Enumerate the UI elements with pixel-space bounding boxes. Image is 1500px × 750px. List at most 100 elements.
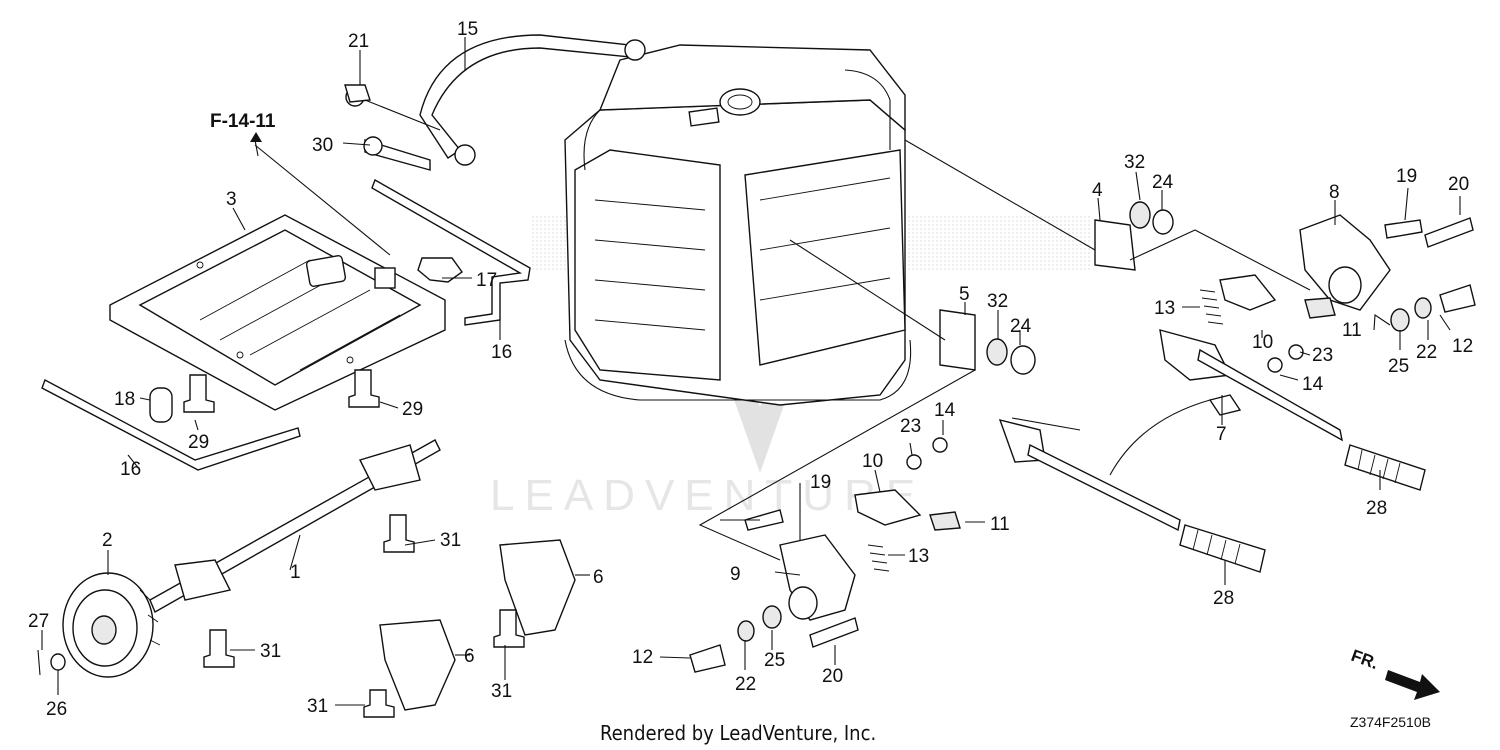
foot-front [499, 539, 576, 636]
callout-19a: 19 [1396, 166, 1417, 187]
figure-reference[interactable]: F-14-11 [210, 111, 276, 132]
callout-29b: 29 [188, 432, 209, 453]
callout-12b: 12 [632, 647, 653, 668]
washer-32b [986, 338, 1008, 366]
front-direction-indicator: FR. [1349, 646, 1440, 700]
upper-handle-bar [419, 34, 642, 159]
callout-15: 15 [457, 19, 478, 40]
callout-27: 27 [28, 611, 49, 632]
callout-31b: 31 [260, 641, 281, 662]
watermark-text: LEADVENTURE [490, 471, 925, 520]
callout-8: 8 [1329, 182, 1340, 203]
render-credit: Rendered by LeadVenture, Inc. [600, 721, 876, 745]
washer-32a [1129, 201, 1151, 229]
callout-32a: 32 [1124, 152, 1145, 173]
callout-16b: 16 [120, 459, 141, 480]
collar-14a [1267, 357, 1283, 373]
foot-rear [379, 619, 456, 711]
bolt-19b [744, 509, 784, 531]
callout-5: 5 [959, 284, 970, 305]
bracket-5 [939, 309, 976, 371]
washer-25a [1390, 308, 1410, 332]
hinge-bracket-8 [1299, 214, 1391, 311]
handle-mount-plate-lower [454, 144, 476, 166]
callout-20a: 20 [1448, 174, 1469, 195]
washer-22a [1414, 297, 1432, 319]
base-plate [109, 214, 446, 411]
callout-13b: 13 [908, 546, 929, 567]
callout-10a: 10 [1252, 332, 1273, 353]
callout-labels: 1 2 3 4 5 6 6 7 8 9 10 10 11 11 12 12 13… [28, 19, 1473, 720]
diagram-code: Z374F2510B [1350, 714, 1431, 730]
callout-6a: 6 [593, 567, 604, 588]
callout-32b: 32 [987, 291, 1008, 312]
callout-4: 4 [1092, 180, 1103, 201]
callout-24a: 24 [1152, 172, 1174, 193]
callout-31c: 31 [491, 681, 512, 702]
washer-25b [762, 605, 782, 629]
callout-25b: 25 [764, 650, 785, 671]
bracket-4 [1094, 219, 1136, 271]
folding-handle-upper [1159, 329, 1426, 491]
bolt-20b [809, 617, 859, 648]
base-fasteners [149, 84, 463, 423]
callout-20b: 20 [822, 666, 843, 687]
callout-14b: 14 [934, 400, 956, 421]
washer-22b [737, 620, 755, 642]
callout-2: 2 [102, 530, 113, 551]
callout-11b: 11 [990, 514, 1010, 535]
bolt-19a [1384, 219, 1423, 239]
axle-assembly [149, 439, 441, 668]
nut-24a [1152, 209, 1174, 235]
callout-11a: 11 [1342, 320, 1362, 341]
bolt-20a [1424, 217, 1474, 248]
callout-12a: 12 [1452, 336, 1473, 357]
callout-21: 21 [348, 31, 369, 52]
callout-23a: 23 [1312, 345, 1333, 366]
front-label: FR. [1349, 646, 1381, 673]
cap-23a [1288, 344, 1304, 360]
front-arrow-icon [1385, 670, 1440, 700]
callout-17: 17 [476, 270, 497, 291]
bolt-12a [1439, 284, 1476, 313]
ref-arrowhead [250, 132, 262, 142]
latch-cap-11b [929, 511, 961, 531]
callout-28b: 28 [1213, 588, 1234, 609]
strip-seal-upper [371, 178, 531, 326]
latch-cap-11a [1304, 297, 1336, 319]
callout-28a: 28 [1366, 498, 1387, 519]
callout-9: 9 [730, 564, 741, 585]
callout-1: 1 [290, 562, 301, 583]
handle-mount-plate [624, 39, 646, 61]
callout-29a: 29 [402, 399, 423, 420]
callout-22b: 22 [735, 674, 756, 695]
callout-26: 26 [46, 699, 67, 720]
wheel [37, 572, 161, 678]
callout-22a: 22 [1416, 342, 1437, 363]
callout-18: 18 [114, 389, 135, 410]
callout-16a: 16 [491, 342, 512, 363]
collar-14b [932, 437, 948, 453]
latch-lever-10a [1219, 274, 1277, 311]
callout-24b: 24 [1010, 316, 1032, 337]
callout-7: 7 [1216, 424, 1227, 445]
latch-lever-10b [854, 489, 922, 526]
callout-6b: 6 [464, 646, 475, 667]
bolt-12b [689, 644, 726, 673]
generator-housing [564, 44, 912, 406]
ref-arrow [254, 139, 259, 157]
callout-25a: 25 [1388, 356, 1409, 377]
leader-lines [41, 37, 1461, 706]
callout-14a: 14 [1302, 374, 1324, 395]
nut-24b [1010, 345, 1036, 375]
callout-19b: 19 [810, 472, 831, 493]
callout-3: 3 [226, 189, 237, 210]
callout-30: 30 [312, 135, 333, 156]
spring-13a [1199, 289, 1224, 325]
callout-31d: 31 [307, 696, 328, 717]
strip-seal-lower [41, 379, 301, 471]
cap-23b [906, 454, 922, 470]
callout-13a: 13 [1154, 298, 1175, 319]
callout-31a: 31 [440, 530, 461, 551]
folding-handle-lower [998, 399, 1266, 573]
